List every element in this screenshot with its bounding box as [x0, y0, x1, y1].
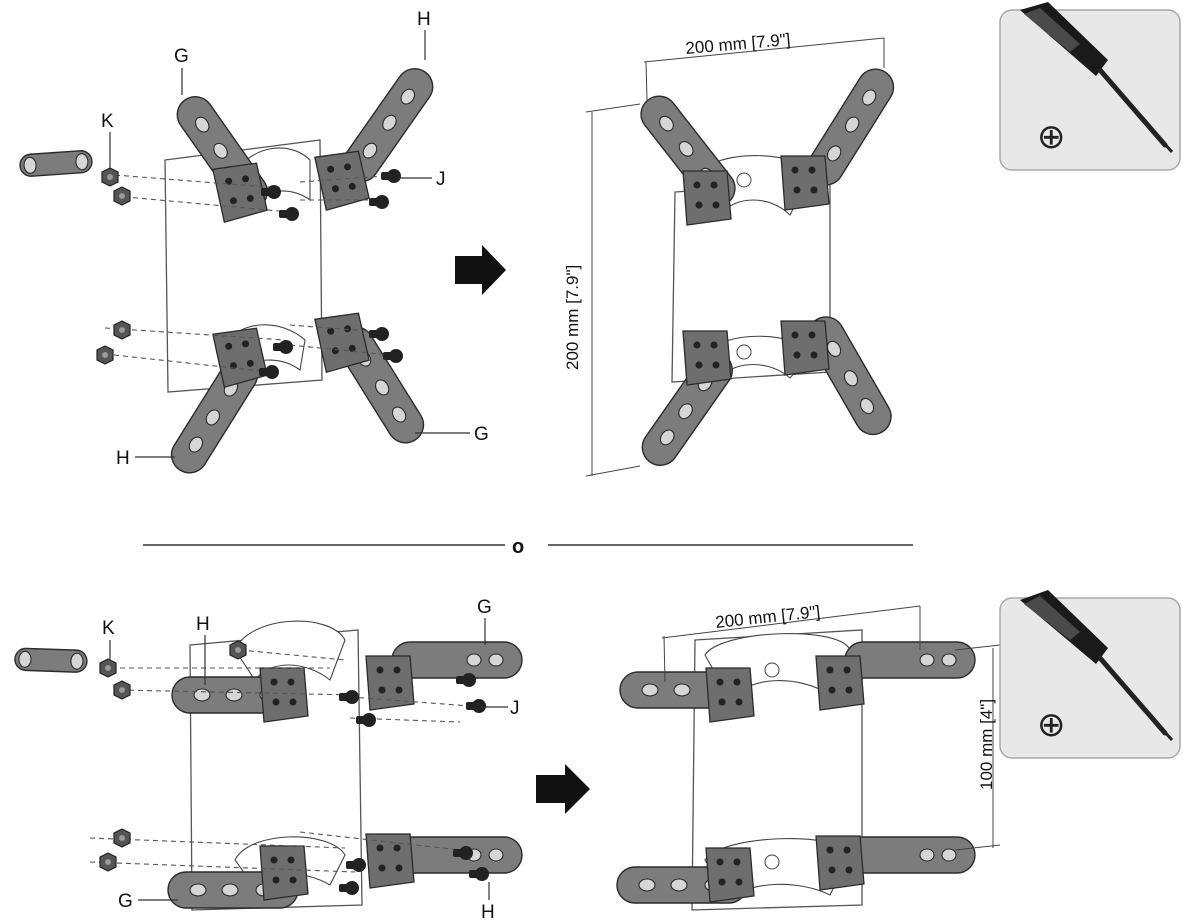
phillips-symbol-top: ⊕	[1037, 117, 1066, 157]
label-k-top: K	[101, 111, 114, 132]
top-left-nut-3	[113, 320, 131, 340]
bottom-left-nut-2	[113, 680, 131, 700]
bottom-left-nut-1	[99, 658, 117, 678]
bottom-left-bracket-2	[365, 655, 415, 711]
top-width-dimension: 200 mm [7.9"]	[685, 30, 792, 58]
bottom-left-assembly: K H G J G H	[14, 597, 523, 923]
bottom-right-arm-2	[844, 641, 976, 679]
label-h-top: H	[417, 9, 431, 30]
bottom-right-bracket-4	[815, 835, 865, 891]
top-left-spacer-bar	[19, 150, 93, 177]
bottom-tool-box: ⊕	[999, 590, 1181, 759]
bottom-left-screw-3	[466, 699, 486, 713]
top-right-bracket-1	[682, 170, 732, 226]
label-g-top-lower: G	[474, 424, 489, 445]
top-left-nut-1	[101, 167, 119, 187]
label-h-top-lower: H	[116, 448, 130, 469]
label-j-top: J	[436, 169, 446, 190]
label-g-bottom: G	[477, 597, 492, 618]
separator: o	[143, 536, 913, 558]
top-left-nut-2	[113, 186, 131, 206]
bottom-right-bracket-3	[705, 847, 755, 903]
phillips-screwdriver-icon	[1020, 590, 1174, 742]
bottom-left-nut-4	[113, 828, 131, 848]
top-left-screw-4	[369, 195, 389, 209]
bottom-left-nut-5	[99, 852, 117, 872]
top-right-assembly: 200 mm [7.9"] 200 mm [7.9"]	[563, 30, 901, 477]
label-j-bottom: J	[510, 698, 520, 719]
label-h-bottom: H	[196, 614, 210, 635]
top-left-screw-3	[381, 169, 401, 183]
label-k-bottom: K	[102, 618, 115, 639]
bottom-left-spacer-bar	[14, 647, 88, 673]
bottom-arrow-icon	[536, 764, 590, 814]
bottom-right-bracket-1	[705, 667, 755, 723]
top-right-bracket-4	[780, 320, 830, 376]
bottom-left-nut-3	[229, 640, 247, 660]
bottom-left-bracket-1	[259, 667, 309, 723]
bottom-right-arm-4	[844, 836, 976, 874]
phillips-screwdriver-icon	[1020, 2, 1174, 154]
top-height-dimension: 200 mm [7.9"]	[563, 265, 582, 370]
bottom-height-dimension: 100 mm [4"]	[977, 699, 996, 790]
bottom-left-bracket-3	[259, 845, 309, 901]
bottom-right-assembly: 200 mm [7.9"] 100 mm [4"]	[616, 602, 1001, 911]
bottom-left-arm-g-upper	[391, 641, 523, 679]
top-tool-box: ⊕	[999, 2, 1181, 171]
bottom-width-dimension: 200 mm [7.9"]	[714, 602, 821, 632]
label-g-bottom-lower: G	[118, 891, 133, 912]
phillips-symbol-bottom: ⊕	[1037, 705, 1066, 745]
separator-letter: o	[512, 536, 524, 558]
top-right-bracket-2	[780, 155, 830, 211]
label-h-bottom-lower: H	[481, 902, 495, 923]
label-g-top: G	[174, 46, 189, 67]
top-arrow-icon	[455, 245, 506, 295]
bottom-right-bracket-2	[815, 655, 865, 711]
top-right-bracket-3	[682, 330, 732, 386]
top-left-assembly: G H K J G H	[19, 9, 489, 481]
top-left-nut-4	[96, 345, 114, 365]
